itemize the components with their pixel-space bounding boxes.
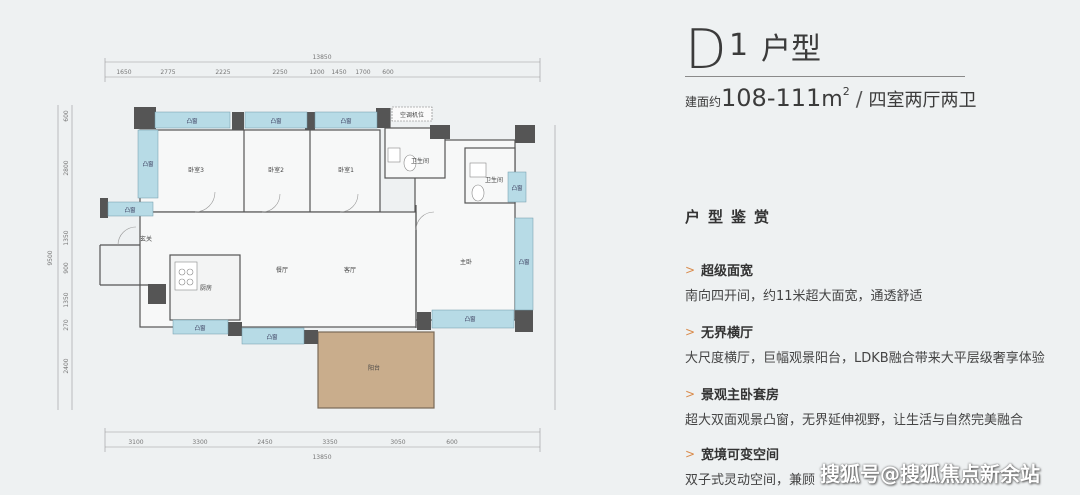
room-label-living: 客厅 xyxy=(344,266,356,274)
window-label: 凸窗 xyxy=(142,160,154,168)
dim-label-top: 1200 xyxy=(309,69,324,76)
feature-title: 宽境可变空间 xyxy=(701,448,780,463)
area-unit: m xyxy=(821,87,843,112)
dim-label-bottom: 3350 xyxy=(322,439,337,446)
ac-platform xyxy=(391,106,433,122)
room-label-entry: 玄关 xyxy=(140,235,152,243)
walls xyxy=(100,107,535,344)
feature-desc: 大尺度横厅，巨幅观景阳台，LDKB融合带来大平层级奢享体验 xyxy=(685,351,1045,366)
window-label: 凸窗 xyxy=(124,206,136,214)
dim-label-left: 900 xyxy=(63,262,70,274)
feature-desc: 南向四开间，约11米超大面宽，通透舒适 xyxy=(685,289,923,304)
dim-label-left: 1350 xyxy=(63,230,70,245)
dim-total-top: 13850 xyxy=(312,54,331,61)
feature-desc: 超大双面观景凸窗，无界延伸视野，让生活与自然完美融合 xyxy=(685,413,1024,428)
dim-label-left: 270 xyxy=(63,319,70,331)
dim-label-top: 1450 xyxy=(331,69,346,76)
room-shapes xyxy=(139,127,516,328)
dim-label-bottom: 3050 xyxy=(390,439,405,446)
feature-item: > 宽境可变空间 双子式灵动空间，兼顾 xyxy=(685,444,816,489)
door-arcs xyxy=(117,191,435,246)
dimension-lines xyxy=(57,58,556,452)
windows xyxy=(107,111,534,345)
floor-plan: 1650 2775 2225 2250 1200 1450 1700 600 13850 3100… xyxy=(47,54,556,461)
room-label-bath2: 卫生间 xyxy=(485,176,503,184)
room-label-bedroom1: 卧室1 xyxy=(338,166,354,174)
area-line: 建面约108-111m2 /四室两厅两卫 xyxy=(685,84,976,112)
balcony-area xyxy=(317,331,435,409)
window-label: 凸窗 xyxy=(270,117,282,125)
dim-label-left: 600 xyxy=(63,110,70,122)
dim-label-top: 600 xyxy=(382,69,394,76)
dim-label-top: 2250 xyxy=(272,69,287,76)
room-label-ac: 空调机位 xyxy=(400,111,424,119)
room-label-kitchen: 厨房 xyxy=(200,284,212,292)
chevron-right-icon: > xyxy=(685,386,696,401)
room-label-balcony: 阳台 xyxy=(368,364,380,372)
room-label-bedroom2: 卧室2 xyxy=(268,166,284,174)
dim-label-top: 1700 xyxy=(355,69,370,76)
dim-total-left: 9500 xyxy=(47,250,54,265)
window-label: 凸窗 xyxy=(186,117,198,125)
room-config: 四室两厅两卫 xyxy=(868,90,977,111)
feature-title: 超级面宽 xyxy=(701,264,754,279)
dim-label-left: 2800 xyxy=(63,160,70,175)
window-label: 凸窗 xyxy=(266,333,278,341)
dim-label-left: 2400 xyxy=(63,358,70,373)
window-label: 凸窗 xyxy=(194,324,206,332)
window-label: 凸窗 xyxy=(518,258,530,266)
header-rule xyxy=(685,76,965,77)
room-label-dining: 餐厅 xyxy=(276,266,288,274)
window-label: 凸窗 xyxy=(340,117,352,125)
section-title: 户型鉴赏 xyxy=(685,208,778,226)
area-prefix: 建面约 xyxy=(685,95,722,109)
dim-label-top: 1650 xyxy=(116,69,131,76)
area-separator: / xyxy=(855,87,863,111)
unit-number: 1 xyxy=(729,28,749,63)
room-label-bedroom3: 卧室3 xyxy=(188,166,204,174)
area-superscript: 2 xyxy=(842,85,850,98)
dim-label-top: 2225 xyxy=(215,69,230,76)
dim-label-bottom: 2450 xyxy=(257,439,272,446)
chevron-right-icon: > xyxy=(685,262,696,277)
dim-total-bottom: 13850 xyxy=(312,454,331,461)
feature-title: 景观主卧套房 xyxy=(701,388,780,403)
dim-label-bottom: 600 xyxy=(446,439,458,446)
feature-title: 无界横厅 xyxy=(701,326,754,341)
room-label-bath1: 卫生间 xyxy=(411,157,429,165)
chevron-right-icon: > xyxy=(685,446,696,461)
window-label: 凸窗 xyxy=(464,315,476,323)
room-label-master: 主卧 xyxy=(460,258,472,266)
unit-type-label: 户型 xyxy=(761,32,821,67)
feature-item: > 无界横厅 大尺度横厅，巨幅观景阳台，LDKB融合带来大平层级奢享体验 xyxy=(685,322,1045,367)
bath-fixtures xyxy=(174,147,487,291)
unit-letter: D xyxy=(685,18,727,81)
dim-label-bottom: 3100 xyxy=(128,439,143,446)
dim-label-top: 2775 xyxy=(160,69,175,76)
window-label: 凸窗 xyxy=(511,184,523,192)
interior-walls xyxy=(99,108,417,328)
dim-label-bottom: 3300 xyxy=(192,439,207,446)
feature-item: > 超级面宽 南向四开间，约11米超大面宽，通透舒适 xyxy=(685,260,923,305)
feature-desc: 双子式灵动空间，兼顾 xyxy=(685,473,816,488)
dim-label-left: 1350 xyxy=(63,292,70,307)
chevron-right-icon: > xyxy=(685,324,696,339)
area-value: 108-111 xyxy=(721,84,822,112)
feature-item: > 景观主卧套房 超大双面观景凸窗，无界延伸视野，让生活与自然完美融合 xyxy=(685,384,1024,429)
info-panel: D 1 户型 建面约108-111m2 /四室两厅两卫 户型鉴赏 > 超级面宽 南向… xyxy=(685,0,1080,495)
watermark: 搜狐号@搜狐焦点新余站 xyxy=(820,462,1040,486)
